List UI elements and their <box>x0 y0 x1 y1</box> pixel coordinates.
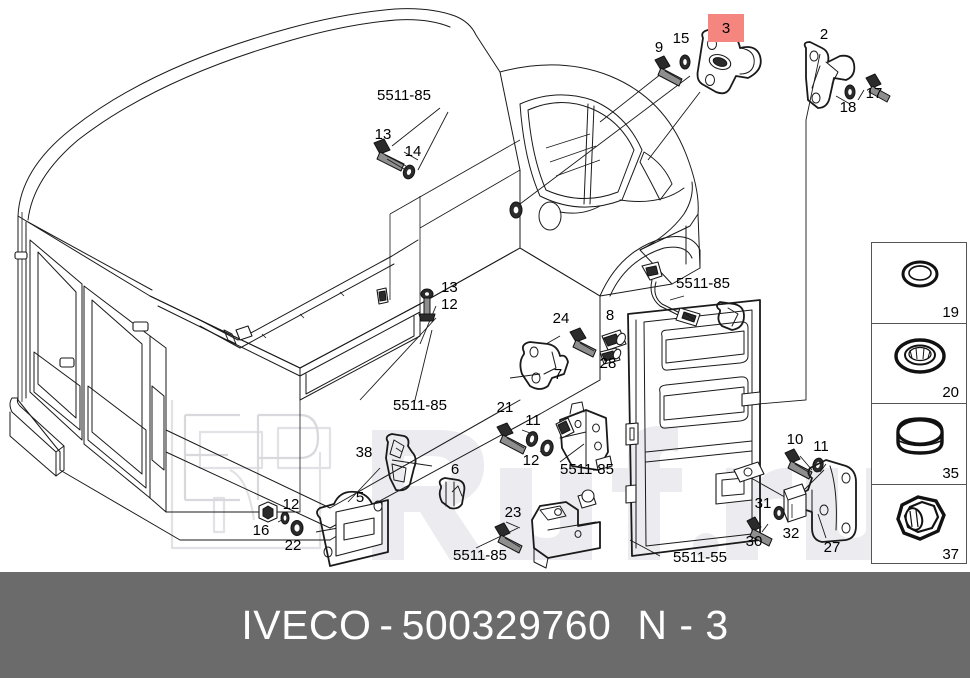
callout-label: 12 <box>283 496 300 513</box>
part-24-bolt <box>569 327 597 358</box>
legend-number: 35 <box>942 464 959 482</box>
part-12-washer-left <box>280 511 290 525</box>
part-23-bolt <box>494 522 523 554</box>
blanking-plug-icon <box>896 417 944 455</box>
part-30-bolt <box>746 516 773 547</box>
legend-item-37[interactable]: 37 <box>872 485 966 566</box>
legend-item-20[interactable]: 20 <box>872 324 966 404</box>
large-washer-icon <box>894 337 946 374</box>
flange-nut-icon <box>896 494 946 541</box>
callout-label: 13 <box>375 126 392 143</box>
callout-label: 22 <box>285 537 302 554</box>
highlight-label-3: 3 <box>721 19 731 37</box>
callout-label: 7 <box>554 366 562 383</box>
part-5-handle-plate <box>316 490 389 567</box>
part-38-bracket <box>385 433 417 492</box>
callout-label: 5 <box>356 489 364 506</box>
legend-number: 37 <box>942 546 959 563</box>
footer-brand: IVECO <box>241 601 372 648</box>
small-washer-icon <box>901 260 939 288</box>
callout-label: 5511-85 <box>393 397 447 414</box>
callout-label: 12 <box>523 452 540 469</box>
part-13-bolt-mid <box>420 288 434 317</box>
part-13-bolt-top <box>373 138 407 172</box>
callout-label: 27 <box>824 539 841 556</box>
callout-label: 30 <box>746 533 763 550</box>
part-rail-clip <box>376 287 389 305</box>
footer-page-code: N - 3 <box>637 601 729 648</box>
callout-label: 2 <box>820 26 828 43</box>
van-body <box>9 8 701 541</box>
part-rod-assembly <box>641 261 701 327</box>
callout-label: 9 <box>655 39 663 56</box>
callout-label: 15 <box>673 30 690 47</box>
callout-label: 23 <box>505 504 522 521</box>
highlight-box-part-3 <box>708 14 744 42</box>
part-8-grommet <box>601 329 627 351</box>
part-12-washer-mid <box>418 313 436 322</box>
part-wedge-bracket <box>716 301 745 331</box>
part-roller-guide-body <box>733 461 765 483</box>
callout-label: 21 <box>497 399 514 416</box>
callout-label: 10 <box>787 431 804 448</box>
callout-label: 28 <box>600 355 617 372</box>
callout-label: 11 <box>525 412 541 429</box>
part-15-washer <box>679 54 691 70</box>
callout-label: 31 <box>755 495 772 512</box>
footer-separator: - <box>379 601 394 648</box>
part-32-roller-block <box>783 483 807 523</box>
part-31-washer <box>773 506 785 520</box>
diagram-canvas: 5511-85 13 14 9 15 3 2 17 18 5511-85 8 2… <box>9 8 898 569</box>
callout-label: 32 <box>783 525 800 542</box>
legend-number: 20 <box>942 384 959 401</box>
part-21-bolt <box>496 422 527 455</box>
callout-label: 24 <box>553 310 570 327</box>
callout-label: 14 <box>405 143 422 160</box>
part-11-washer-a <box>525 431 539 447</box>
part-10-bolt <box>784 448 813 480</box>
part-9-bolt <box>654 55 683 87</box>
callout-label: 5511-85 <box>377 87 431 104</box>
legend-panel: 19 20 35 <box>871 242 967 564</box>
part-6-clip <box>438 477 466 510</box>
callout-label: 5511-85 <box>560 461 614 478</box>
callout-label: 5511-85 <box>453 547 507 564</box>
callout-label: 38 <box>356 444 373 461</box>
part-door-lock <box>555 401 613 471</box>
callout-label: 18 <box>840 99 857 116</box>
callout-label: 5511-85 <box>676 275 730 292</box>
callout-label: 6 <box>451 461 459 478</box>
footer-bar: IVECO - 500329760 N - 3 <box>0 572 970 678</box>
part-16-nut <box>258 501 278 523</box>
technical-drawing: 5511-85 13 14 9 15 3 2 17 18 5511-85 8 2… <box>9 8 898 569</box>
part-14-washer <box>402 164 416 180</box>
part-body-rail-clip <box>235 325 253 341</box>
callout-label: 13 <box>441 279 458 296</box>
part-latch-rail <box>531 489 601 569</box>
legend-item-35[interactable]: 35 <box>872 404 966 485</box>
part-22-washer <box>290 520 304 536</box>
part-7-block <box>519 341 569 390</box>
part-28-grommet <box>599 347 622 365</box>
callout-label: 8 <box>606 307 614 324</box>
callout-label: 11 <box>813 438 829 455</box>
part-12-washer-a <box>540 439 554 457</box>
legend-item-19[interactable]: 19 <box>872 243 966 324</box>
callout-label: 12 <box>441 296 458 313</box>
part-17-bolt <box>865 73 891 103</box>
footer-part-number: 500329760 <box>401 601 612 648</box>
part-clip-window <box>509 201 523 219</box>
part-18-washer <box>844 84 856 100</box>
legend-number: 19 <box>942 303 959 321</box>
part-2-bracket <box>803 41 856 109</box>
callout-label: 17 <box>866 85 883 102</box>
callout-label: 5511-55 <box>673 549 727 566</box>
callout-label: 16 <box>253 522 270 539</box>
